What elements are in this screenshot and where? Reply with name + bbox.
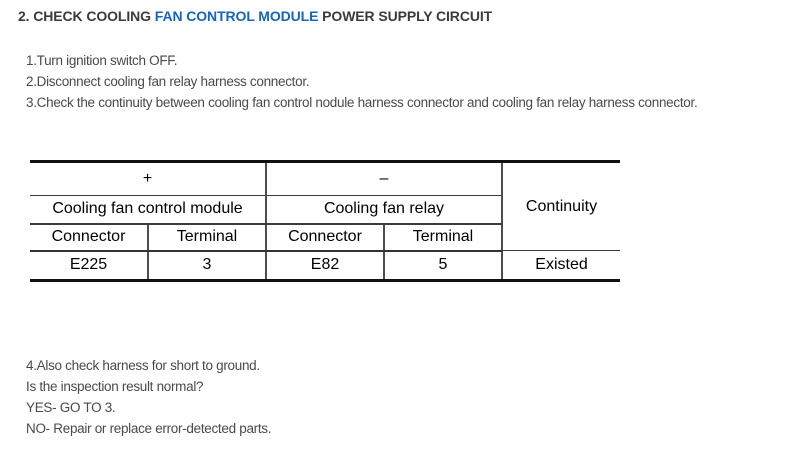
g2-connector-value-cell: E82 [266, 250, 385, 281]
group2-header-cell: Cooling fan relay [266, 195, 503, 225]
no-result-line: NO- Repair or replace error-detected par… [26, 421, 272, 436]
result-block: 4.Also check harness for short to ground… [26, 355, 796, 439]
title-prefix: 2. CHECK COOLING [18, 8, 155, 24]
continuity-value-cell: Existed [535, 256, 588, 273]
group-header-row: Cooling fan control module Cooling fan r… [30, 195, 620, 225]
step-line-2: 2.Disconnect cooling fan relay harness c… [26, 74, 310, 89]
page-title: 2. CHECK COOLING FAN CONTROL MODULE POWE… [18, 9, 796, 23]
g1-terminal-header-cell: Terminal [148, 223, 267, 252]
polarity-negative-cell: – [266, 161, 503, 196]
inspection-question-line: Is the inspection result normal? [26, 379, 204, 394]
polarity-row: + – Continuity [30, 161, 620, 251]
g1-connector-header-cell: Connector [30, 223, 149, 252]
column-header-row: Connector Terminal Connector Terminal [30, 223, 620, 252]
additional-check-line: 4.Also check harness for short to ground… [26, 358, 260, 373]
group1-header-cell: Cooling fan control module [30, 195, 267, 225]
continuity-table: + – Continuity Cooling fan control modul… [30, 160, 620, 282]
g2-connector-header-cell: Connector [266, 223, 385, 252]
data-row: E225 3 E82 5 Existed [30, 250, 620, 281]
title-suffix: POWER SUPPLY CIRCUIT [318, 8, 493, 24]
yes-result-line: YES- GO TO 3. [26, 400, 116, 415]
continuity-header-cell: Continuity [502, 161, 620, 251]
g2-terminal-header-cell: Terminal [384, 223, 503, 252]
g2-terminal-value-cell: 5 [384, 250, 503, 281]
step-line-1: 1.Turn ignition switch OFF. [26, 53, 178, 68]
step-line-3: 3.Check the continuity between cooling f… [26, 95, 698, 110]
title-highlight-link[interactable]: FAN CONTROL MODULE [154, 8, 319, 24]
polarity-positive-cell: + [30, 161, 267, 196]
g1-terminal-value-cell: 3 [148, 250, 267, 281]
procedure-steps: 1.Turn ignition switch OFF. 2.Disconnect… [26, 50, 796, 113]
g1-connector-value-cell: E225 [30, 250, 149, 281]
procedure-page: 2. CHECK COOLING FAN CONTROL MODULE POWE… [0, 9, 796, 450]
